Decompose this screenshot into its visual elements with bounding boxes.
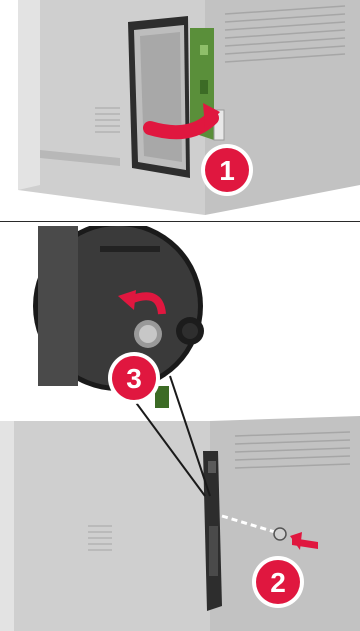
- step-2-badge: 2: [252, 556, 304, 608]
- step-2-3-illustration: 3 2: [0, 226, 360, 631]
- printer-screw-illustration: 3 2: [0, 226, 360, 631]
- step-1-number: 1: [219, 155, 235, 186]
- step-1-badge: 1: [201, 144, 253, 196]
- step-1-illustration: 1: [0, 0, 360, 218]
- step-3-badge: 3: [108, 352, 160, 404]
- screw-icon: [274, 528, 286, 540]
- printer-cover-open-illustration: 1: [0, 0, 360, 218]
- step-2-number: 2: [270, 567, 286, 598]
- section-divider: [0, 221, 360, 222]
- step-3-number: 3: [126, 363, 142, 394]
